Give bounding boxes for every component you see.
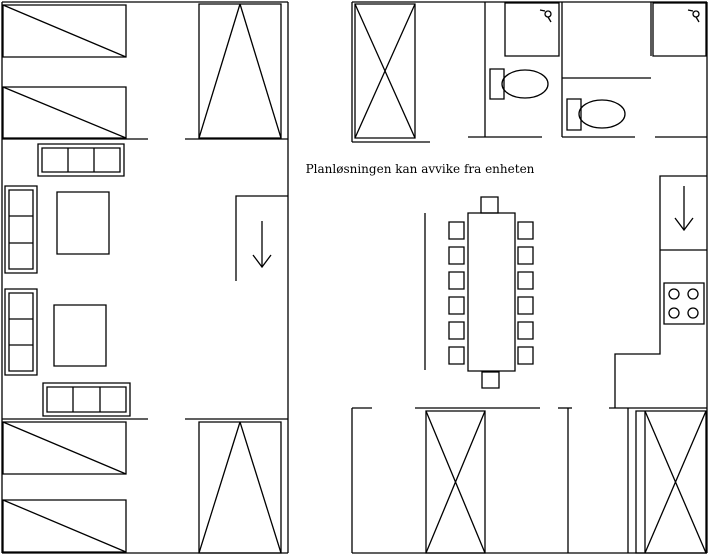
burner-icon <box>688 308 698 318</box>
burner-icon <box>669 289 679 299</box>
chair <box>449 272 464 289</box>
chair <box>449 297 464 314</box>
left-unit <box>2 2 288 553</box>
lift-shaft <box>355 4 415 138</box>
kitchen-counter <box>615 176 707 408</box>
burner-icon <box>688 289 698 299</box>
toilet <box>567 99 625 130</box>
lift-shaft <box>199 4 281 138</box>
storage-unit <box>3 5 126 57</box>
chair <box>449 322 464 339</box>
stove <box>664 283 704 324</box>
plan-disclaimer: Planløsningen kan avvike fra enheten <box>305 162 535 176</box>
chair <box>518 222 533 239</box>
chair <box>449 347 464 364</box>
chair <box>518 322 533 339</box>
shower-head-icon <box>545 11 551 17</box>
dining-table <box>449 197 533 388</box>
sofa <box>38 144 124 176</box>
chair <box>481 197 498 213</box>
chair <box>518 297 533 314</box>
burner-icon <box>669 308 679 318</box>
shower <box>653 3 706 56</box>
toilet <box>490 69 548 99</box>
lift-shaft <box>426 411 485 553</box>
down-arrow-icon <box>675 186 693 230</box>
lift-shaft <box>199 422 281 553</box>
sofa <box>5 289 37 375</box>
sofa <box>43 383 130 416</box>
chair <box>449 247 464 264</box>
storage-unit <box>3 87 126 138</box>
coffee-table <box>57 192 109 254</box>
sofa <box>5 186 37 273</box>
chair <box>449 222 464 239</box>
chair <box>518 347 533 364</box>
chair <box>482 372 499 388</box>
storage-unit <box>3 422 126 474</box>
chair <box>518 272 533 289</box>
chair <box>518 247 533 264</box>
right-unit <box>352 2 707 553</box>
shower <box>505 3 559 56</box>
shower-head-icon <box>693 11 699 17</box>
lift-shaft <box>636 411 706 553</box>
down-arrow-icon <box>236 196 288 281</box>
coffee-table <box>54 305 106 366</box>
storage-unit <box>3 500 126 552</box>
